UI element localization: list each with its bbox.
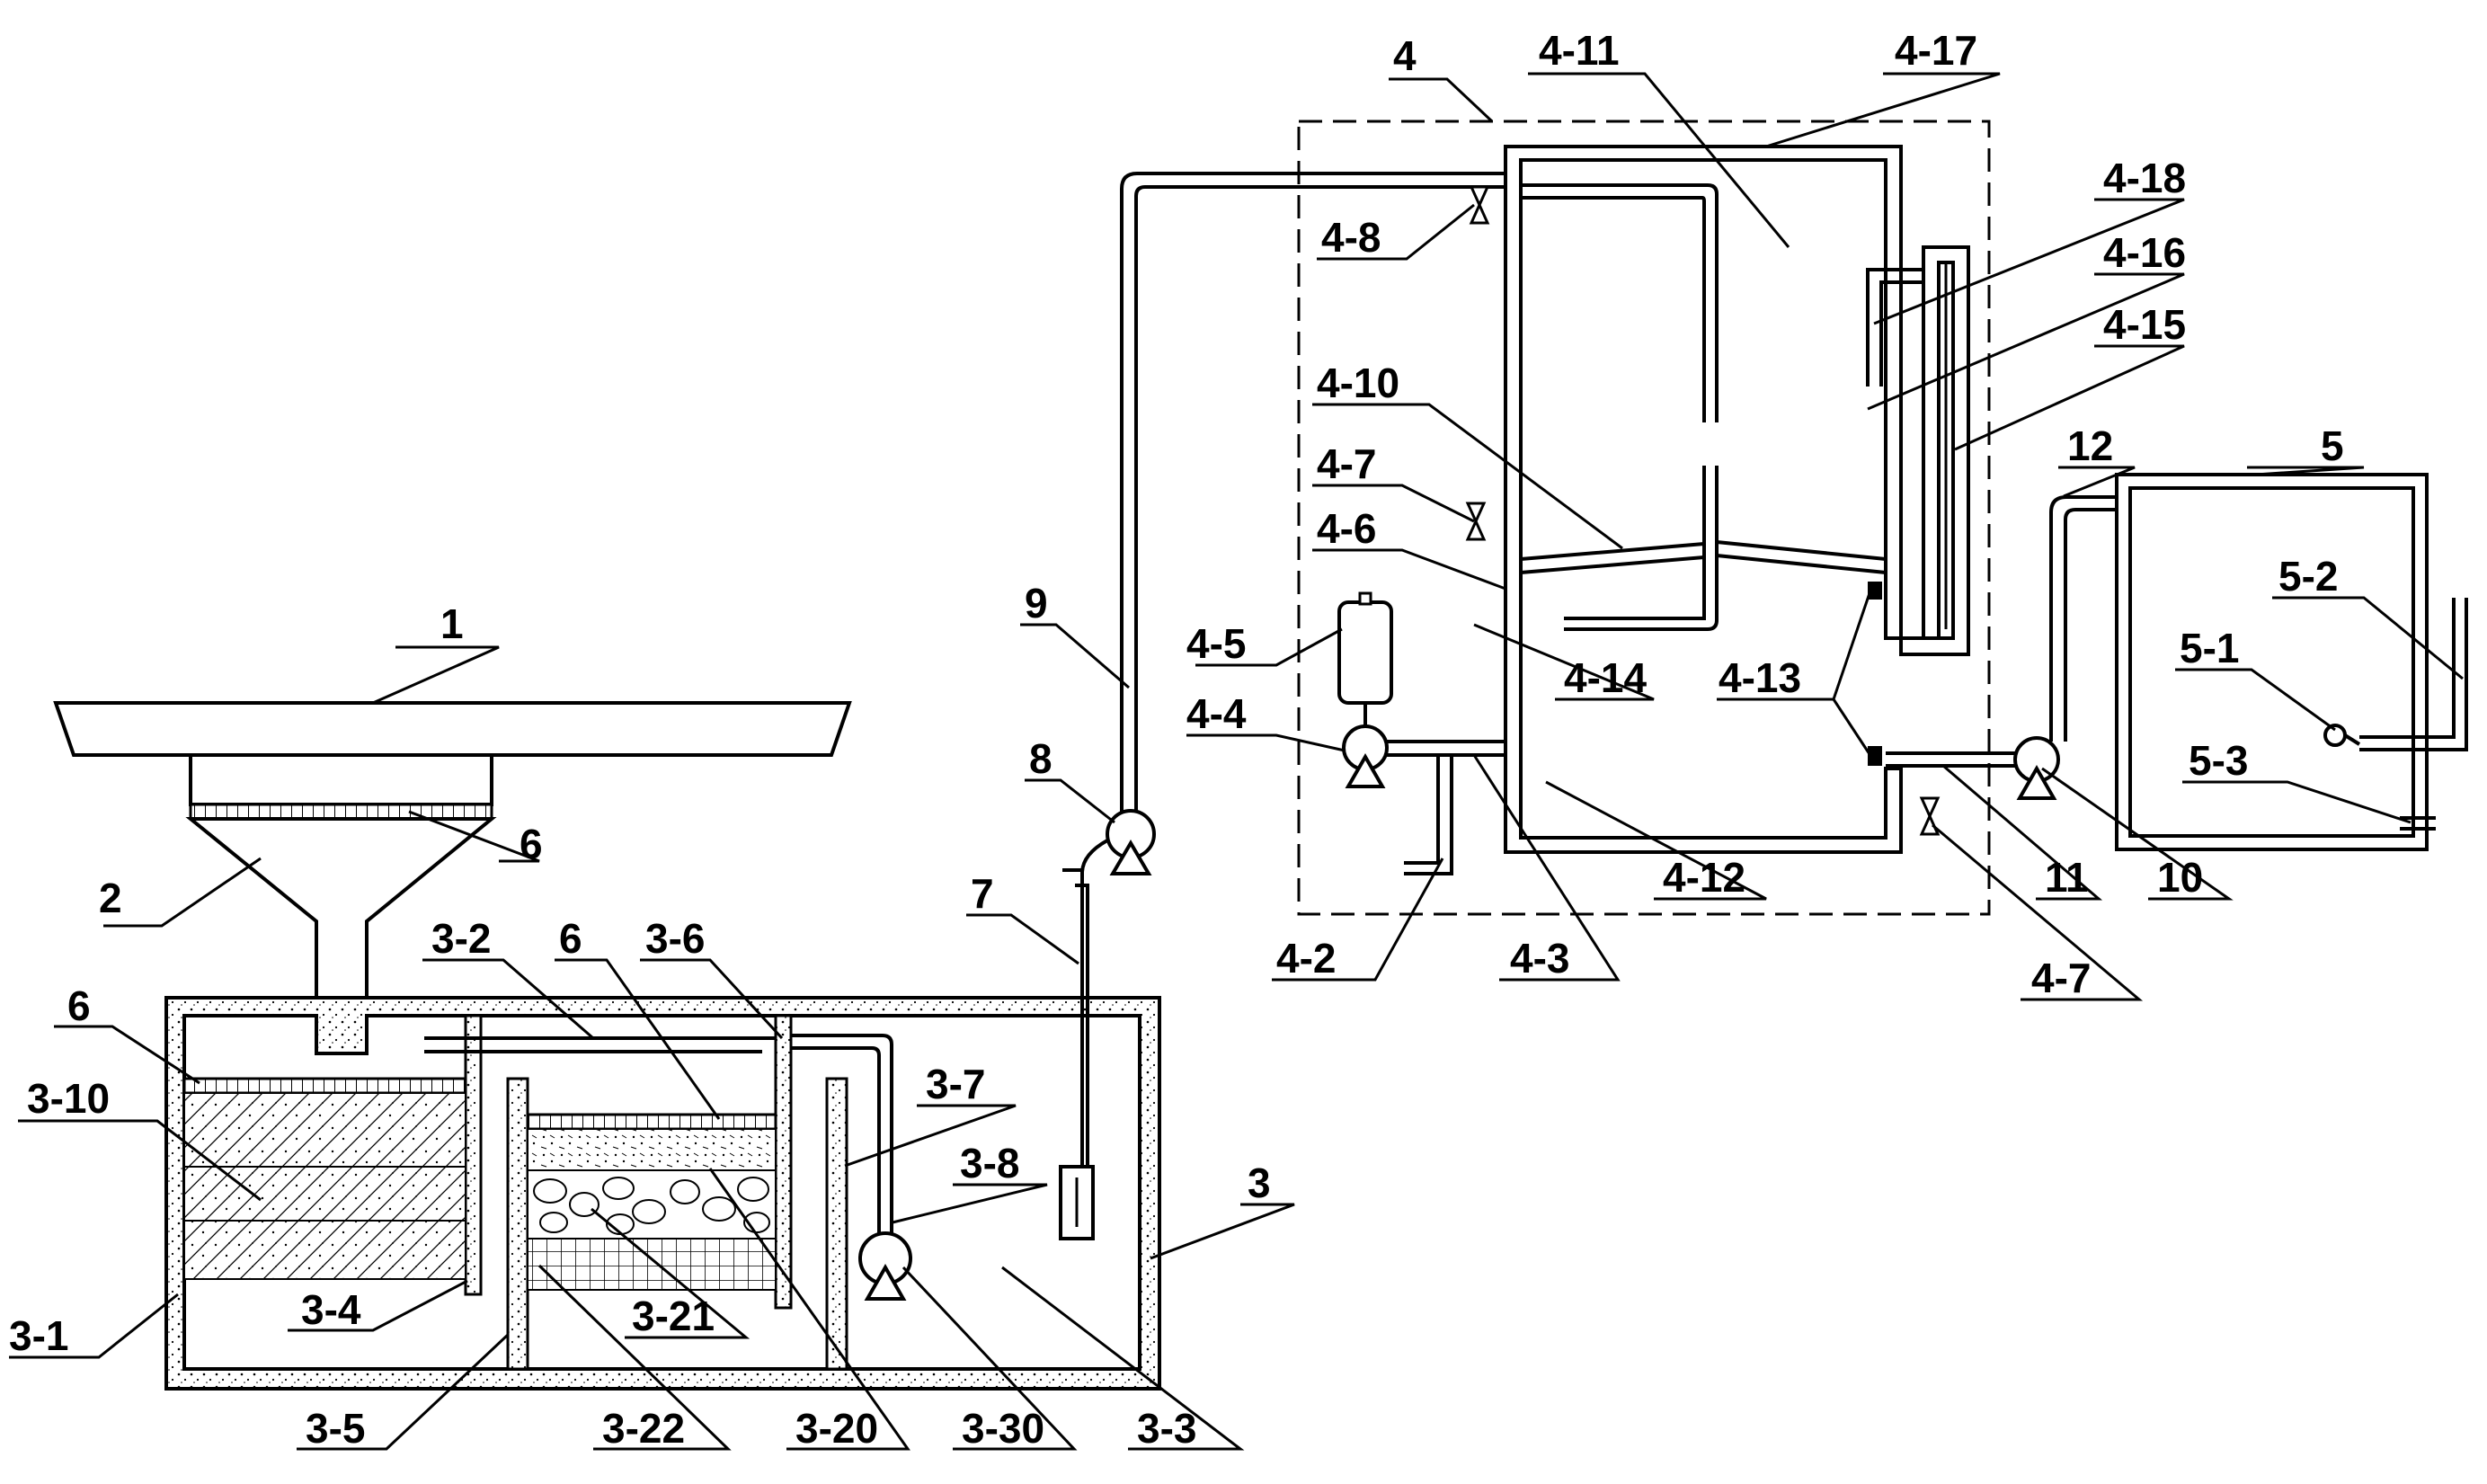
pipe-9 [1120,172,1510,812]
label-3-7: 3-7 [926,1061,985,1107]
label-4-14: 4-14 [1564,654,1647,701]
label-4-12: 4-12 [1663,854,1745,901]
wall-3-4 [464,1014,483,1296]
label-4-10: 4-10 [1317,360,1399,406]
label-6-funnel: 6 [520,821,543,867]
wall-3-7 [825,1077,848,1371]
label-4-4: 4-4 [1186,690,1247,737]
tank-4-5 [1337,600,1393,705]
roof [53,701,852,757]
label-4-6: 4-6 [1317,505,1376,552]
inlet-pipe [1521,183,1719,422]
label-3-5: 3-5 [306,1405,365,1452]
label-3-4: 3-4 [301,1286,361,1333]
label-3-3: 3-3 [1137,1405,1196,1452]
pipe-12 [2049,495,2130,742]
pipe-5-1-link [2343,733,2361,746]
soil-layer-3 [183,1220,466,1280]
label-4-8: 4-8 [1321,214,1381,261]
fitting-4-13-lower [1868,746,1882,766]
collector-box [189,753,493,806]
label-9: 9 [1025,580,1048,626]
pump-8-base [1109,840,1152,875]
screen-6-mid [526,1113,777,1131]
label-3-21: 3-21 [632,1293,715,1339]
label-3-30: 3-30 [962,1405,1044,1452]
label-3-20: 3-20 [795,1405,878,1452]
label-4-7-lower: 4-7 [2031,955,2091,1001]
gravel-layer [527,1128,777,1171]
label-5-2: 5-2 [2278,553,2338,600]
label-4-18: 4-18 [2103,155,2186,201]
pebbles [533,1177,770,1235]
fitting-4-13-upper [1868,582,1882,600]
pipe-4-2 [1404,755,1453,875]
tank-5-wall [2115,473,2429,851]
label-4-2: 4-2 [1276,935,1336,982]
label-12: 12 [2067,422,2113,469]
pump-4-4-base [1345,752,1386,788]
pipe-4-15 [1899,245,1970,656]
soil-layer-1 [183,1092,466,1168]
label-4-11: 4-11 [1539,27,1620,74]
label-3-6: 3-6 [645,915,705,962]
pipe-7 [1062,868,1089,1167]
label-3: 3 [1248,1160,1271,1206]
valve-4-8 [1469,185,1490,225]
label-3-2: 3-2 [431,915,491,962]
transfer-pipe [424,1036,776,1053]
label-4-17: 4-17 [1895,27,1977,74]
leader-lines [9,72,2464,1451]
pump-8-link [1080,839,1108,873]
label-2: 2 [99,875,122,921]
pipe-5-2 [2359,598,2468,751]
mesh-layer [527,1238,777,1291]
label-4-16: 4-16 [2103,229,2186,276]
label-3-10: 3-10 [27,1075,110,1122]
label-4-3: 4-3 [1510,935,1569,982]
pipe-4-3 [1387,740,1506,757]
valve-4-7-lower [1919,796,1941,836]
label-5-1: 5-1 [2180,625,2239,671]
tank-4-5-cap [1358,591,1372,606]
valve-4-7-upper [1465,502,1487,541]
pipe-3-8 [791,1034,893,1233]
pipe-4-18 [1866,268,1923,387]
label-4-15: 4-15 [2103,301,2186,348]
label-8: 8 [1029,735,1053,782]
label-5-3: 5-3 [2189,737,2248,784]
label-6-mid: 6 [559,915,582,962]
label-10: 10 [2157,854,2203,901]
pump-10-base [2016,764,2057,800]
pump-3-30-base [864,1263,907,1301]
outlet-5-3 [2400,816,2436,831]
label-6-left: 6 [67,982,91,1029]
label-4-7-upper: 4-7 [1317,440,1376,487]
pipe-11 [1886,751,2015,768]
label-3-22: 3-22 [602,1405,685,1452]
wall-3-5 [506,1077,529,1371]
screen-6-left [182,1077,467,1095]
label-3-8: 3-8 [960,1140,1019,1186]
label-4-13: 4-13 [1719,654,1801,701]
label-7: 7 [971,870,994,917]
divider-4-10 [1520,540,1887,574]
label-5: 5 [2321,422,2344,469]
inlet-pipe-lower [1564,466,1719,631]
label-1: 1 [440,600,464,647]
label-11: 11 [2045,854,2089,901]
unit-4-boundary [1297,120,1991,916]
label-4-5: 4-5 [1186,620,1246,667]
label-3-1: 3-1 [9,1312,68,1359]
screen-6-top [189,803,493,821]
label-4: 4 [1393,32,1417,79]
